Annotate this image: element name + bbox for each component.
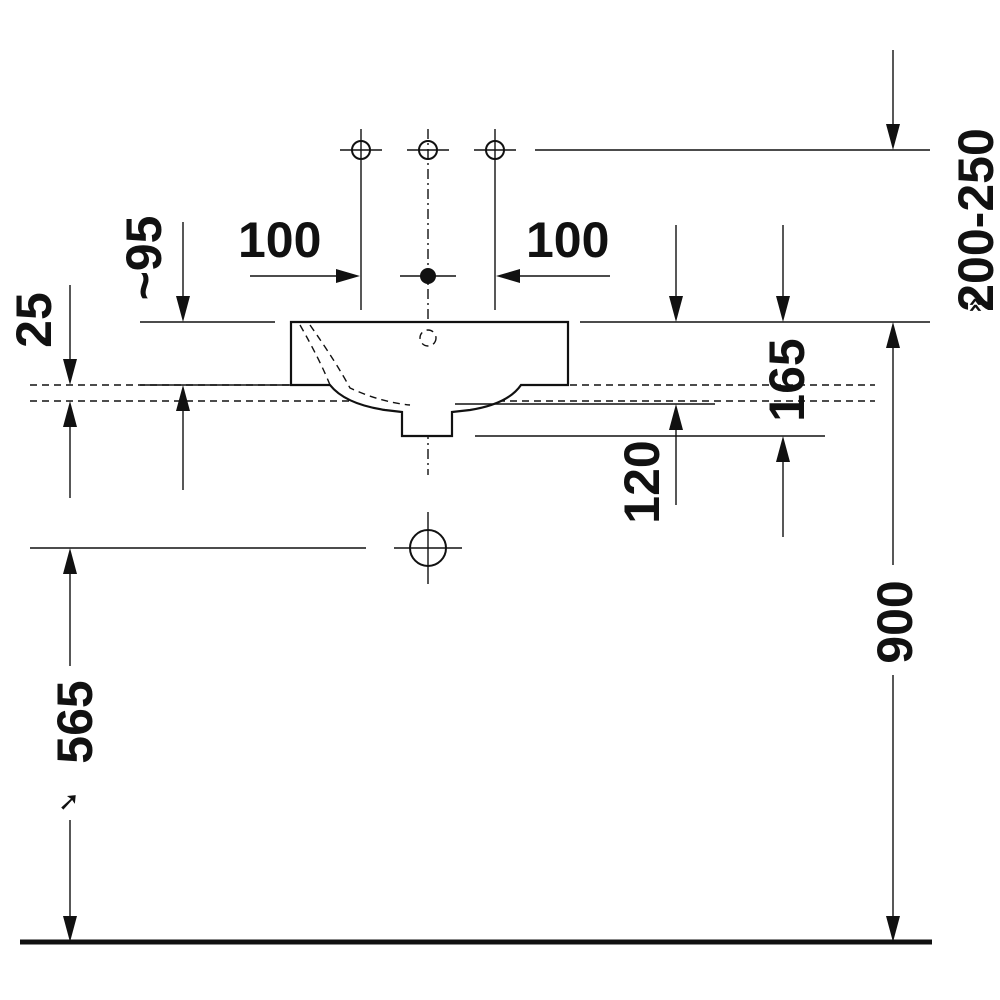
waste-outlet-symbol [394,512,462,584]
waste-depth-dimension-arrow [455,225,715,505]
washbasin-body [289,320,570,438]
tap-spacing-left-label: 100 [238,212,321,268]
basin-depth-label: 165 [759,338,815,421]
tap-center-point [400,268,456,284]
waste-depth-label: 120 [614,440,670,523]
deck-thickness-dimension-arrow [63,285,77,498]
basin-depth-dimension-arrow [475,225,825,537]
deck-thickness-label: 25 [6,292,62,348]
tap-height-marker-symbol: » [960,297,990,314]
rim-offset-dimension-arrow [176,222,190,490]
tap-hole-right [474,129,516,310]
tap-hole-left [340,129,382,310]
tap-spacing-right-label: 100 [526,212,609,268]
rim-height-label: 900 [867,580,923,663]
tap-spacing-left-arrow [250,269,360,283]
tap-spacing-right-arrow [496,269,610,283]
rim-offset-label: ~95 [116,216,172,301]
rim-height-dimension-arrow [886,322,900,942]
waste-outlet-height-label: 565 [47,680,103,763]
waste-outlet-height-dimension-arrow [63,548,77,942]
tap-height-range-label: 200-250 [948,128,1000,312]
waste-outlet-marker-symbol: ➚ [58,787,80,817]
tap-height-dimension-arrow [886,50,900,150]
